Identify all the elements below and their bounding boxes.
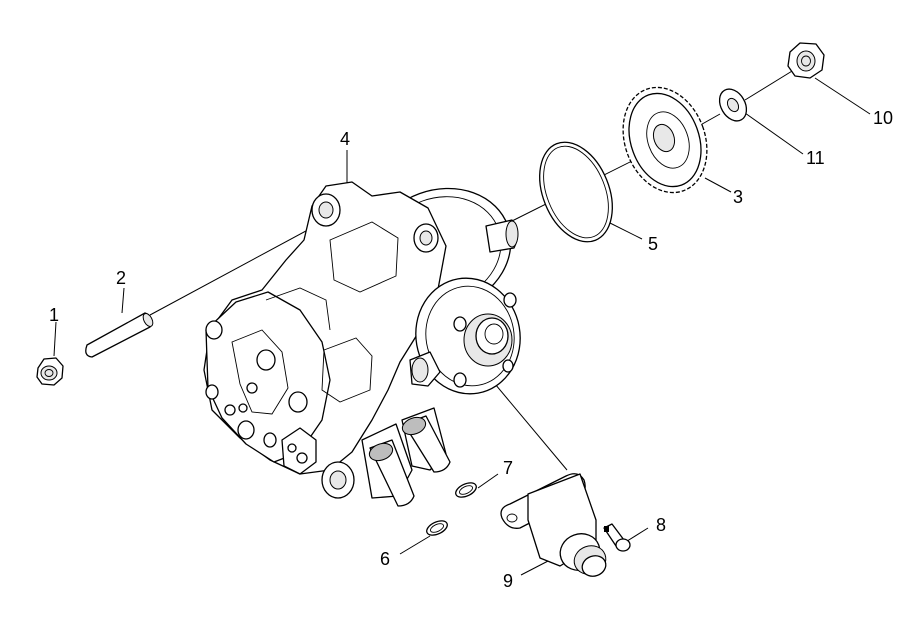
callout-11: 11	[806, 148, 825, 168]
part-8-bolt	[603, 523, 631, 552]
callout-4: 4	[340, 129, 350, 149]
callout-7: 7	[503, 458, 513, 478]
callout-9: 9	[503, 571, 513, 591]
callout-2: 2	[116, 268, 126, 288]
part-9-valve	[500, 473, 607, 577]
callout-8: 8	[656, 515, 666, 535]
part-1-nut	[36, 357, 64, 386]
part-4-pump-assembly	[203, 181, 521, 507]
callout-labels: 1 2 3 4 5 6 7 8 9 10 11	[49, 108, 893, 591]
part-3-gear	[622, 86, 708, 194]
callout-10: 10	[873, 108, 893, 128]
callout-1: 1	[49, 305, 59, 325]
part-7-seal	[455, 482, 477, 498]
part-11-washer	[718, 88, 748, 122]
callout-5: 5	[648, 234, 658, 254]
callout-6: 6	[380, 549, 390, 569]
part-2-pin	[85, 312, 154, 358]
callout-3: 3	[733, 187, 743, 207]
part-10-nut	[787, 42, 825, 79]
part-5-o-ring	[539, 141, 613, 243]
part-6-seal	[426, 520, 448, 536]
